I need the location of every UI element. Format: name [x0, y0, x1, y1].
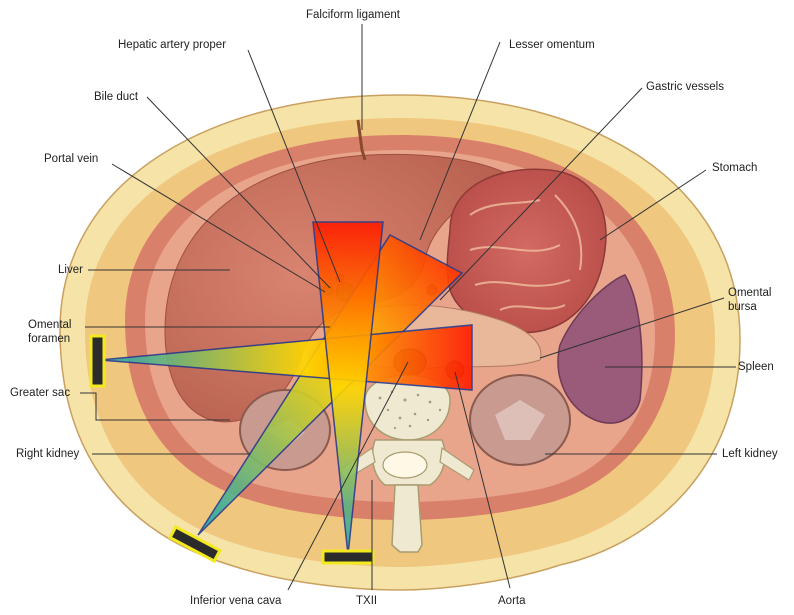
label-falciform-ligament: Falciform ligament	[306, 8, 400, 22]
label-omental-bursa: Omental bursa	[728, 286, 771, 314]
label-greater-sac: Greater sac	[10, 386, 70, 400]
label-omental-foramen: Omental foramen	[28, 318, 71, 346]
label-omental-foramen-line1: Omental	[28, 318, 71, 332]
label-txii: TXII	[356, 594, 377, 608]
label-bile-duct: Bile duct	[94, 90, 138, 104]
label-omental-bursa-line2: bursa	[728, 300, 771, 314]
label-spleen: Spleen	[738, 360, 774, 374]
label-lesser-omentum: Lesser omentum	[509, 38, 595, 52]
label-liver: Liver	[58, 263, 83, 277]
label-inferior-vena-cava: Inferior vena cava	[190, 594, 281, 608]
label-portal-vein: Portal vein	[44, 152, 98, 166]
label-left-kidney: Left kidney	[722, 447, 778, 461]
label-hepatic-artery-proper: Hepatic artery proper	[118, 38, 226, 52]
label-omental-bursa-line1: Omental	[728, 286, 771, 300]
spinal-canal	[383, 452, 427, 478]
label-omental-foramen-line2: foramen	[28, 332, 71, 346]
transducer-left	[91, 336, 104, 386]
label-right-kidney: Right kidney	[16, 447, 79, 461]
label-aorta: Aorta	[498, 594, 526, 608]
label-stomach: Stomach	[712, 161, 757, 175]
label-gastric-vessels: Gastric vessels	[646, 80, 724, 94]
spinous-process	[392, 485, 422, 552]
transducer-bottom	[323, 551, 373, 563]
